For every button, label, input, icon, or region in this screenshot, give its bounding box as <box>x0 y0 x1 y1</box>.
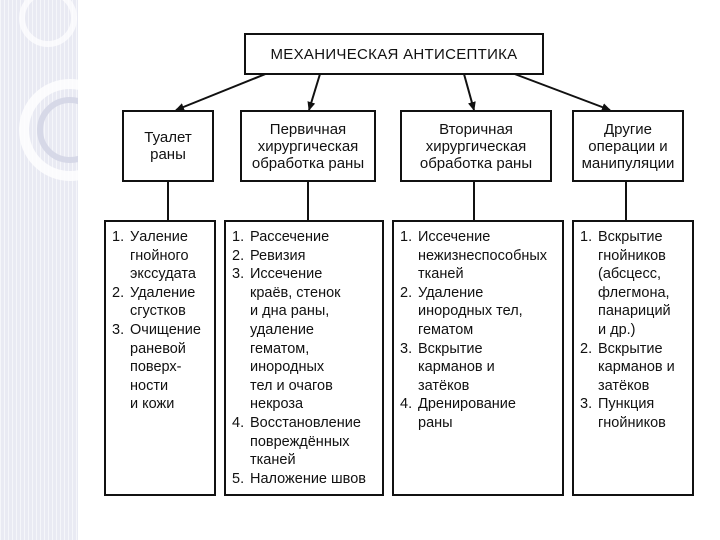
arrow-to-category-3 <box>463 73 476 111</box>
diagram-title: МЕХАНИЧЕСКАЯ АНТИСЕПТИКА <box>270 45 518 63</box>
category-header-4-text: Другие операции и манипуляции <box>581 120 675 172</box>
item-number: 1. <box>232 229 245 245</box>
item-text: Рассечение <box>250 229 330 245</box>
category-header-3: Вторичная хирургическая обработка раны <box>400 110 552 182</box>
list-item: 3. Вскрытие карманов и затёков <box>400 340 558 396</box>
category-list-2: 1. Рассечение 2. Ревизия 3. Иссечение краёв… <box>224 220 384 496</box>
list-item: 2. Удаление инородных тел, гематом <box>400 284 558 340</box>
item-number: 1. <box>112 229 125 245</box>
item-text: Иссечение нежизнеспособных тканей <box>418 229 548 283</box>
decorative-sidebar <box>0 0 78 540</box>
item-number: 3. <box>400 340 413 357</box>
item-number: 3. <box>580 396 593 413</box>
list-item: 2. Ревизия <box>232 247 378 266</box>
list-item: 5. Наложение швов <box>232 470 378 489</box>
list-item: 1. Рассечение <box>232 228 378 247</box>
list-item: 3. Очищение раневой поверх- ности и кожи <box>112 321 210 414</box>
item-text: Наложение швов <box>250 470 366 487</box>
item-text: Удаление инородных тел, гематом <box>418 284 523 338</box>
category-header-4: Другие операции и манипуляции <box>572 110 684 182</box>
item-number: 3. <box>112 321 125 338</box>
category-header-3-text: Вторичная хирургическая обработка раны <box>419 120 533 172</box>
category-list-1: 1. Уаление гнойного экссудата 2. Удаление … <box>104 220 216 496</box>
item-text: Дренирование раны <box>418 396 516 431</box>
item-number: 1. <box>580 229 593 245</box>
item-text: Вскрытие карманов и затёков <box>418 340 495 394</box>
item-text: Очищение раневой поверх- ности и кожи <box>130 321 201 413</box>
item-text: Восстановление повреждённых тканей <box>250 414 361 469</box>
list-item: 3. Пункция гнойников <box>580 395 688 432</box>
item-number: 5. <box>232 470 245 487</box>
list-item: 1. Вскрытие гнойников (абсцесс, флегмона,… <box>580 228 688 340</box>
arrow-to-category-4 <box>511 72 611 111</box>
item-number: 2. <box>112 284 125 301</box>
list-item: 2. Удаление сгустков <box>112 284 210 321</box>
category-list-3: 1. Иссечение нежизнеспособных тканей 2. Уд… <box>392 220 564 496</box>
category-header-1: Туалет раны <box>122 110 214 182</box>
item-number: 3. <box>232 266 245 283</box>
category-header-1-text: Туалет раны <box>144 129 192 163</box>
item-text: Иссечение краёв, стенок и дна раны, удал… <box>250 266 341 413</box>
item-number: 2. <box>400 284 413 301</box>
category-header-2-text: Первичная хирургическая обработка раны <box>251 120 365 172</box>
list-item: 4. Дренирование раны <box>400 395 558 432</box>
item-text: Уаление гнойного экссудата <box>130 229 196 283</box>
list-item: 3. Иссечение краёв, стенок и дна раны, уд… <box>232 265 378 414</box>
arrow-to-category-1 <box>175 72 269 111</box>
list-item: 1. Иссечение нежизнеспособных тканей <box>400 228 558 284</box>
category-list-4: 1. Вскрытие гнойников (абсцесс, флегмона,… <box>572 220 694 496</box>
item-text: Ревизия <box>250 247 306 264</box>
category-header-2: Первичная хирургическая обработка раны <box>240 110 376 182</box>
item-number: 4. <box>400 396 413 413</box>
decorative-rings <box>19 0 78 181</box>
list-item: 2. Вскрытие карманов и затёков <box>580 340 688 396</box>
item-number: 2. <box>580 340 593 357</box>
item-text: Удаление сгустков <box>130 284 196 320</box>
list-item: 4. Восстановление повреждённых тканей <box>232 414 378 470</box>
item-text: Вскрытие карманов и затёков <box>598 340 675 394</box>
list-item: 1. Уаление гнойного экссудата <box>112 228 210 284</box>
arrow-to-category-2 <box>307 73 321 111</box>
item-text: Вскрытие гнойников (абсцесс, флегмона, п… <box>598 229 671 338</box>
item-number: 4. <box>232 414 245 431</box>
item-number: 2. <box>232 247 245 264</box>
item-text: Пункция гнойников <box>598 396 666 431</box>
item-number: 1. <box>400 229 413 245</box>
diagram-title-box: МЕХАНИЧЕСКАЯ АНТИСЕПТИКА <box>244 33 544 75</box>
